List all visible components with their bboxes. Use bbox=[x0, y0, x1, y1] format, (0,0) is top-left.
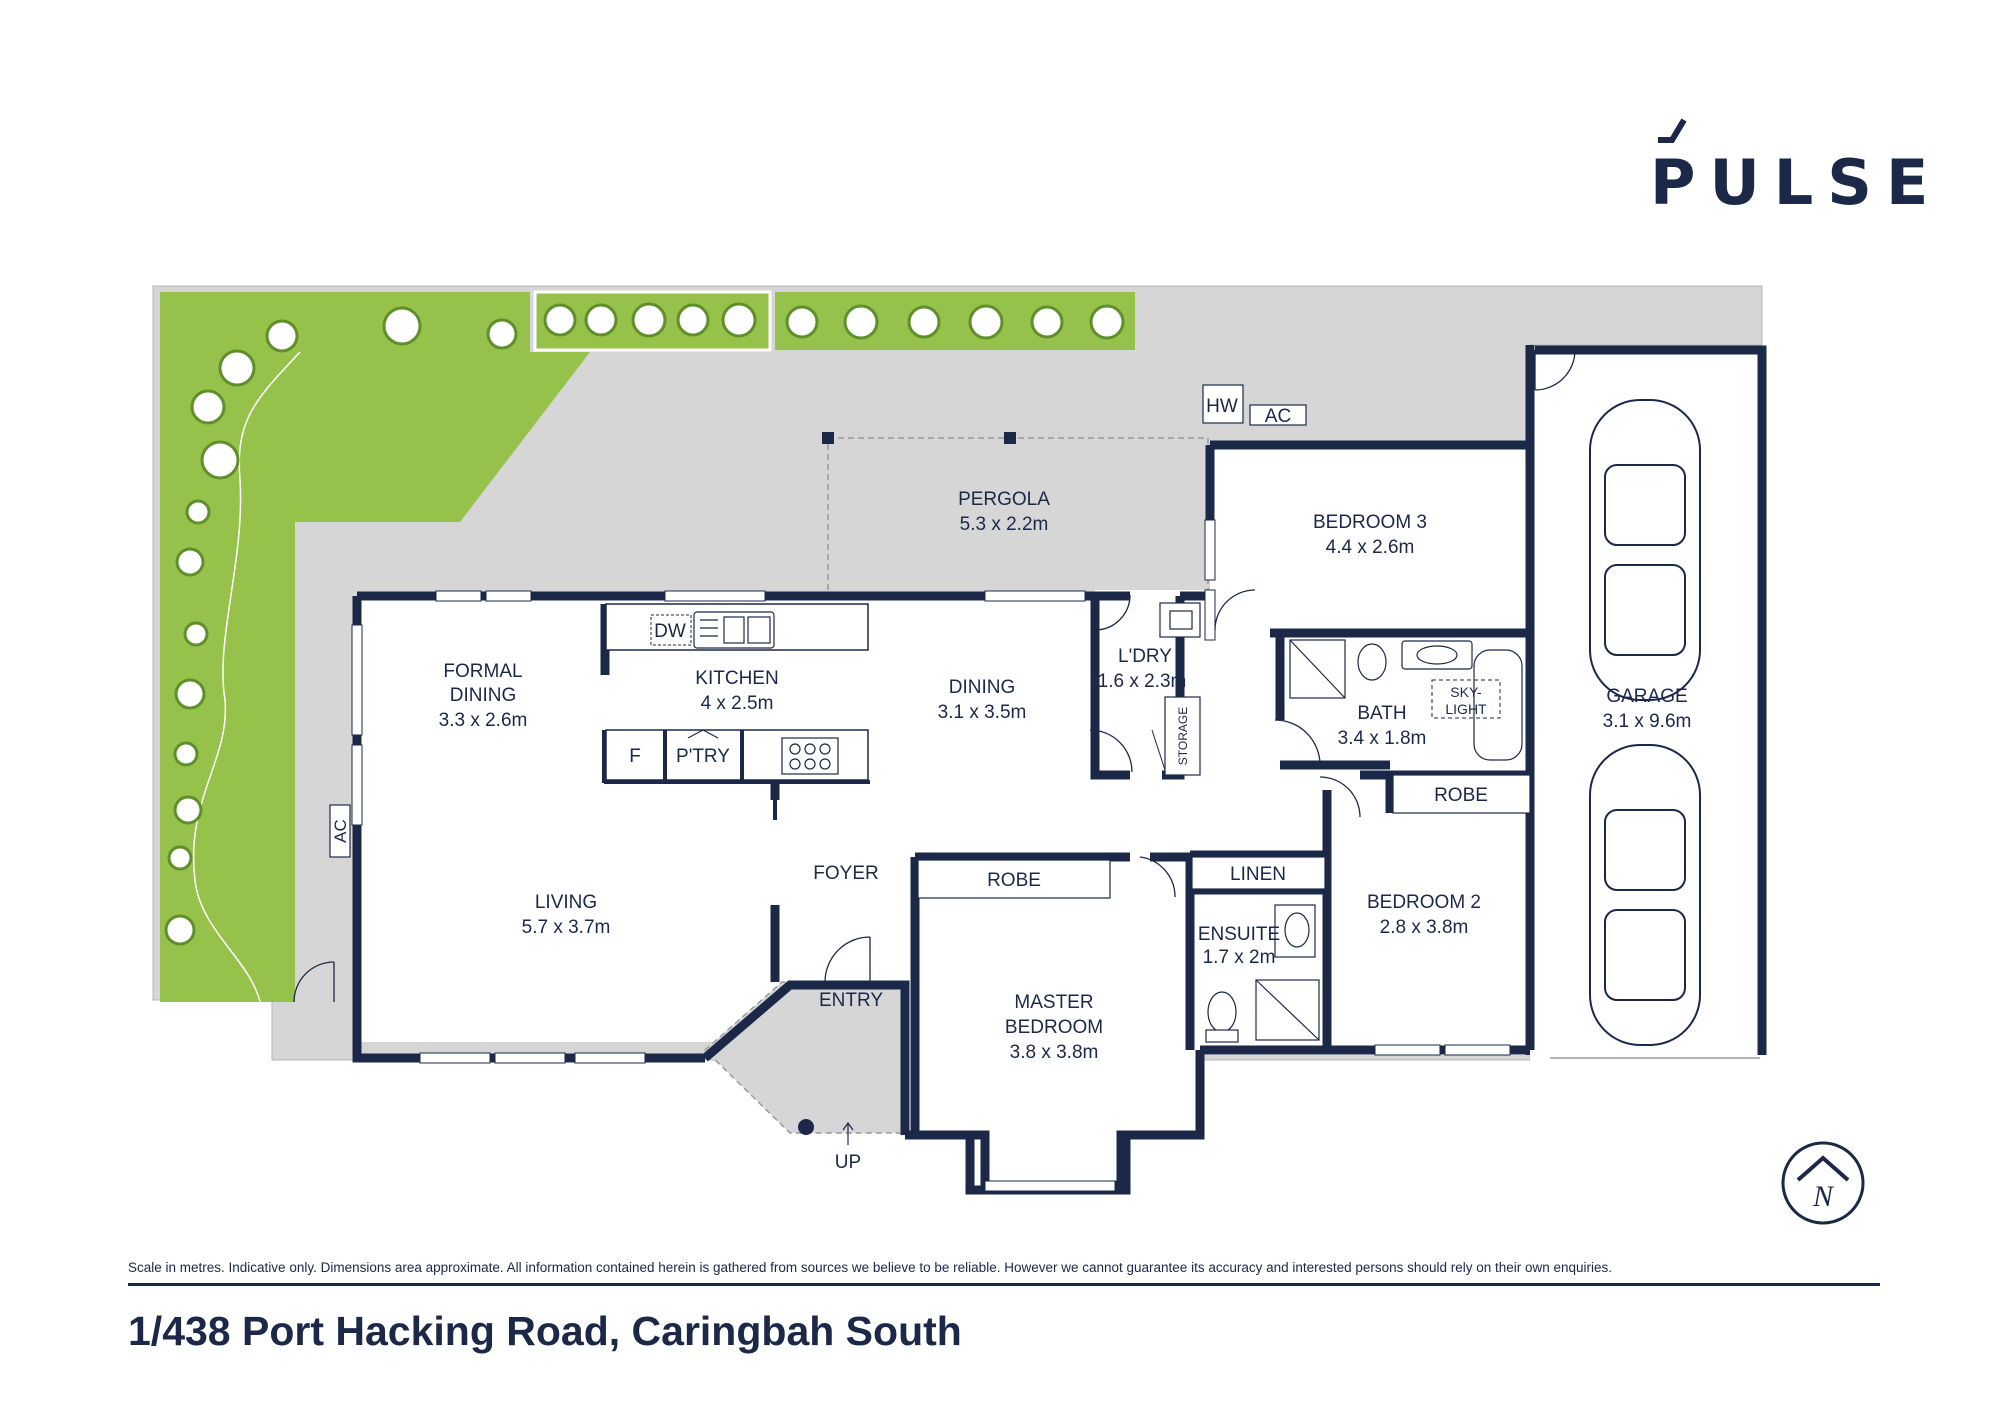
garage-dims: 3.1 x 9.6m bbox=[1603, 711, 1692, 732]
north-arrow-icon: N bbox=[1781, 1141, 1865, 1225]
formal-dining-dims: 3.3 x 2.6m bbox=[439, 710, 528, 731]
ensuite-label: ENSUITE bbox=[1198, 924, 1280, 945]
pergola-dims: 5.3 x 2.2m bbox=[960, 514, 1049, 535]
sink-icon bbox=[693, 611, 775, 649]
robe-master-label: ROBE bbox=[987, 870, 1041, 891]
ac-unit-top bbox=[1249, 404, 1307, 426]
lawn bbox=[160, 292, 590, 1002]
storage-cupboard bbox=[1164, 696, 1201, 776]
living-label: LIVING bbox=[535, 892, 597, 913]
robe-master bbox=[917, 859, 1111, 899]
up-label: UP bbox=[835, 1152, 861, 1173]
car-icon bbox=[1589, 399, 1701, 701]
skylight-label-1: SKY- bbox=[1450, 684, 1482, 700]
pantry-label: P'TRY bbox=[676, 746, 730, 767]
foyer-label: FOYER bbox=[813, 863, 878, 884]
cooktop-icon bbox=[781, 737, 839, 775]
pergola-area bbox=[827, 437, 1209, 595]
dw-label: DW bbox=[654, 621, 686, 642]
skylight-label-2: LIGHT bbox=[1445, 701, 1487, 717]
pergola-label: PERGOLA bbox=[958, 489, 1050, 510]
bath-dims: 3.4 x 1.8m bbox=[1338, 728, 1427, 749]
formal-dining-label-2: DINING bbox=[450, 685, 517, 706]
hw-label: HW bbox=[1206, 396, 1238, 417]
master-bedroom-dims: 3.8 x 3.8m bbox=[1010, 1042, 1099, 1063]
bedroom2-dims: 2.8 x 3.8m bbox=[1380, 917, 1469, 938]
bath-label: BATH bbox=[1357, 703, 1406, 724]
lawn-path-curve bbox=[192, 351, 301, 1003]
windows bbox=[351, 519, 1755, 1064]
top-garden-bed-2 bbox=[775, 292, 1135, 350]
linen-label: LINEN bbox=[1230, 864, 1286, 885]
dishwasher bbox=[650, 614, 692, 646]
up-arrow-icon bbox=[842, 1121, 854, 1145]
bath-fixtures bbox=[1289, 639, 1523, 761]
pergola-post bbox=[1004, 432, 1016, 444]
master-bedroom-label-2: BEDROOM bbox=[1005, 1017, 1103, 1038]
ensuite-dims: 1.7 x 2m bbox=[1203, 947, 1276, 968]
dining-label: DINING bbox=[949, 677, 1016, 698]
pergola-post bbox=[822, 432, 834, 444]
fridge-label: F bbox=[629, 746, 641, 767]
dining-dims: 3.1 x 3.5m bbox=[938, 702, 1027, 723]
linen-cupboard bbox=[1191, 856, 1326, 890]
compass-letter: N bbox=[1812, 1180, 1835, 1213]
storage-label: STORAGE bbox=[1176, 707, 1190, 765]
logo-mark-icon bbox=[1658, 118, 1687, 143]
kitchen-partitions bbox=[602, 730, 870, 820]
robe-bed2-label: ROBE bbox=[1434, 785, 1488, 806]
robe-bed2 bbox=[1392, 774, 1531, 814]
master-bedroom-label-1: MASTER bbox=[1014, 992, 1093, 1013]
ac-unit-side bbox=[329, 804, 351, 858]
formal-dining-label-1: FORMAL bbox=[443, 661, 522, 682]
ac-top-label: AC bbox=[1265, 406, 1291, 427]
property-address: 1/438 Port Hacking Road, Caringbah South bbox=[128, 1308, 962, 1354]
brand-logo: PULSE bbox=[1650, 112, 1928, 219]
hot-water-unit bbox=[1202, 384, 1244, 424]
laundry-dims: 1.6 x 2.3m bbox=[1098, 671, 1187, 692]
ensuite-fixtures bbox=[1205, 904, 1320, 1043]
pantry-door-icon bbox=[687, 729, 719, 739]
kitchen-label: KITCHEN bbox=[695, 668, 778, 689]
storage-door-line bbox=[1151, 729, 1166, 771]
skylight bbox=[1431, 679, 1501, 719]
logo-text: PULSE bbox=[1650, 146, 1943, 219]
garage-label: GARAGE bbox=[1606, 686, 1687, 707]
bedroom2-label: BEDROOM 2 bbox=[1367, 892, 1481, 913]
car-icon bbox=[1589, 744, 1701, 1046]
laundry-tub-icon bbox=[1169, 610, 1193, 630]
bedroom3-dims: 4.4 x 2.6m bbox=[1326, 537, 1415, 558]
laundry-bench bbox=[1159, 602, 1201, 638]
bay-window bbox=[965, 1135, 1131, 1195]
ac-side-label: AC bbox=[331, 819, 350, 843]
trees bbox=[164, 302, 1125, 946]
footer-divider bbox=[128, 1283, 1880, 1286]
entry-post bbox=[798, 1119, 814, 1135]
kitchen-dims: 4 x 2.5m bbox=[701, 693, 774, 714]
laundry-label: L'DRY bbox=[1118, 646, 1172, 667]
entry-label: ENTRY bbox=[819, 990, 883, 1011]
bedroom3-label: BEDROOM 3 bbox=[1313, 512, 1427, 533]
living-dims: 5.7 x 3.7m bbox=[522, 917, 611, 938]
disclaimer-text: Scale in metres. Indicative only. Dimens… bbox=[128, 1260, 1613, 1275]
door-swings bbox=[293, 349, 1576, 1003]
